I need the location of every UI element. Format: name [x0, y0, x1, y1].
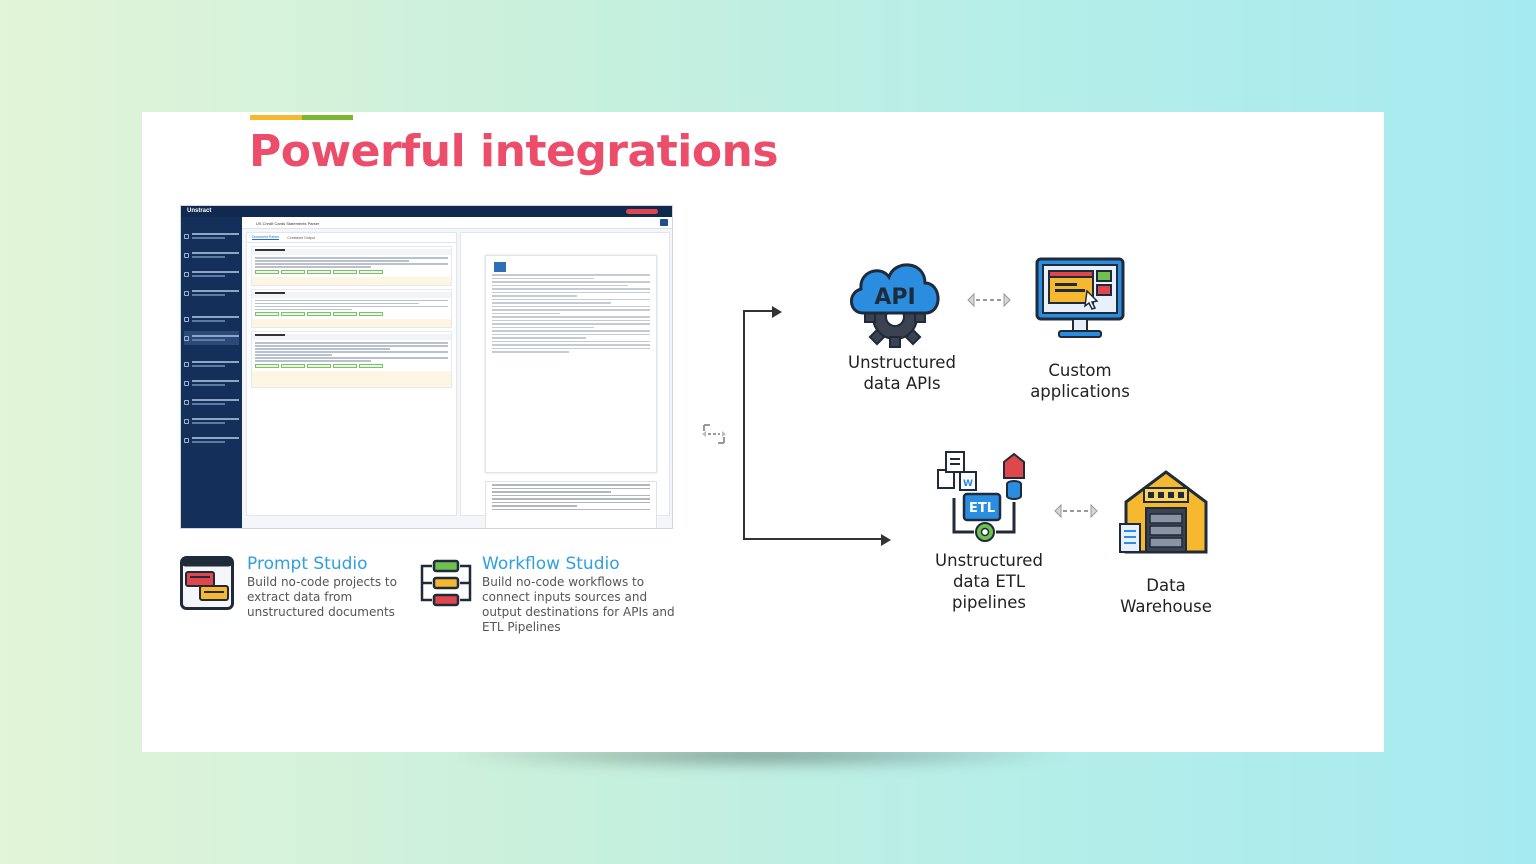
- slide-title: Powerful integrations: [249, 126, 779, 177]
- node-label-warehouse: Data Warehouse: [1120, 576, 1212, 616]
- prompt-studio-description: Build no-code projects to extract data f…: [247, 575, 397, 619]
- bidirectional-dashed-arrow-icon: [964, 288, 1014, 317]
- slide: Powerful integrations Unstract US Credit…: [142, 112, 1384, 752]
- app-tab-document-parser: Document Parser: [252, 235, 280, 240]
- node-label-apis: Unstructured data APIs: [848, 353, 956, 393]
- title-accent-bar: [250, 115, 353, 120]
- svg-text:ETL: ETL: [969, 501, 995, 516]
- svg-text:W: W: [963, 479, 973, 489]
- workflow-studio-description: Build no-code workflows to connect input…: [482, 575, 675, 634]
- workflow-studio-icon: [418, 558, 474, 615]
- workflow-studio-title: Workflow Studio: [482, 554, 620, 574]
- connector-vertical: [743, 310, 745, 540]
- arrow-right-icon: [772, 305, 782, 323]
- app-prompt-pane: Document Parser Combined Output: [246, 232, 457, 516]
- prompt-studio-title: Prompt Studio: [247, 554, 368, 574]
- connector-top: [743, 310, 779, 312]
- app-breadcrumb: US Credit Cards Statements Parser: [242, 217, 672, 229]
- prompt-studio: Prompt Studio Build no-code projects to …: [247, 554, 397, 620]
- node-label-custom-apps: Custom applications: [1030, 361, 1130, 401]
- app-tab-combined-output: Combined Output: [287, 235, 315, 240]
- prompt-studio-icon: [180, 556, 234, 615]
- api-cloud-gear-icon: API: [845, 255, 945, 354]
- app-crumb-text: US Credit Cards Statements Parser: [256, 221, 320, 226]
- svg-text:API: API: [874, 285, 915, 310]
- bidirectional-dashed-arrow-icon: [1051, 499, 1101, 528]
- etl-pipeline-icon: W ETL: [934, 448, 1036, 549]
- app-document-page-2: [485, 481, 657, 528]
- connector-bottom: [743, 538, 884, 540]
- app-document-page: [485, 255, 657, 473]
- app-screenshot: Unstract US Credit Cards Statements Pars…: [180, 205, 673, 529]
- app-top-bar: Unstract: [181, 206, 672, 217]
- warehouse-icon: [1116, 468, 1216, 565]
- monitor-app-icon: [1035, 257, 1125, 346]
- arrow-right-icon: [881, 533, 891, 551]
- app-logo: Unstract: [187, 208, 212, 214]
- app-document-pane: [460, 232, 670, 528]
- node-label-etl: Unstructured data ETL pipelines: [935, 551, 1043, 612]
- app-top-button: [626, 209, 658, 214]
- workflow-studio: Workflow Studio Build no-code workflows …: [482, 554, 675, 635]
- bidirectional-arrow-icon: [700, 421, 728, 452]
- app-sidebar: [181, 217, 242, 528]
